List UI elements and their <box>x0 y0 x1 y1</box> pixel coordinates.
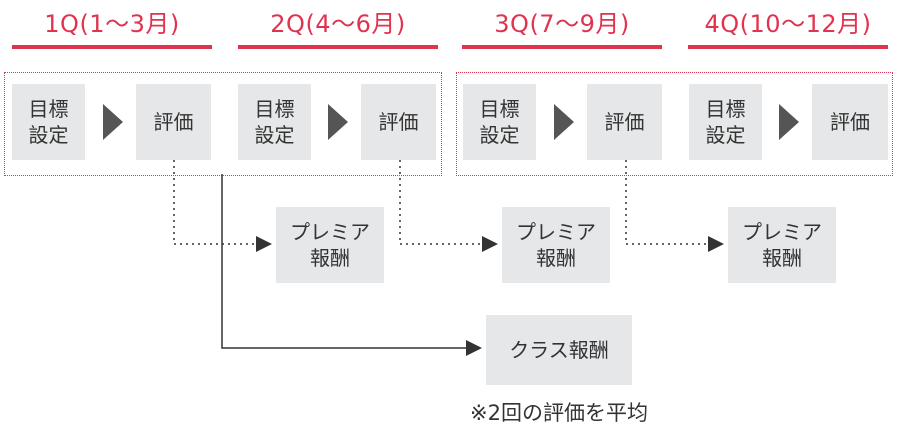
quarter-label-2: 2Q(4〜6月) <box>270 10 406 38</box>
footnote: ※2回の評価を平均 <box>470 401 648 425</box>
first-half-group <box>4 72 442 176</box>
arrowhead-class <box>466 340 482 356</box>
goal-setting-box-q2: 目標 設定 <box>238 84 311 160</box>
step-arrow-q1 <box>103 104 123 140</box>
quarter-underline-4 <box>688 45 888 49</box>
quarter-label-1: 1Q(1〜3月) <box>44 10 180 38</box>
step-arrow-q4 <box>779 104 799 140</box>
evaluation-box-q4: 評価 <box>812 84 888 160</box>
quarter-underline-3 <box>462 45 662 49</box>
class-reward-box: クラス報酬 <box>486 315 632 385</box>
evaluation-box-q1: 評価 <box>136 84 211 160</box>
step-arrow-q2 <box>328 104 348 140</box>
quarter-underline-2 <box>238 45 438 49</box>
premium-reward-box-1: プレミア 報酬 <box>276 207 384 283</box>
quarter-label-3: 3Q(7〜9月) <box>494 10 630 38</box>
goal-setting-box-q3: 目標 設定 <box>463 84 536 160</box>
premium-reward-box-2: プレミア 報酬 <box>502 207 610 283</box>
evaluation-box-q2: 評価 <box>361 84 436 160</box>
second-half-group <box>456 72 893 176</box>
premium-reward-box-3: プレミア 報酬 <box>728 207 836 283</box>
dotted-connector-q1 <box>173 160 258 245</box>
arrowhead-premium-1 <box>256 236 272 252</box>
step-arrow-q3 <box>554 104 574 140</box>
quarter-underline-1 <box>12 45 212 49</box>
arrowhead-premium-3 <box>708 236 724 252</box>
dotted-connector-q2 <box>399 160 484 245</box>
quarter-label-4: 4Q(10〜12月) <box>704 10 872 38</box>
goal-setting-box-q4: 目標 設定 <box>689 84 762 160</box>
arrowhead-premium-2 <box>482 236 498 252</box>
dotted-connector-q3 <box>625 160 710 245</box>
goal-setting-box-q1: 目標 設定 <box>12 84 85 160</box>
class-reward-connector <box>221 174 470 349</box>
evaluation-box-q3: 評価 <box>587 84 662 160</box>
